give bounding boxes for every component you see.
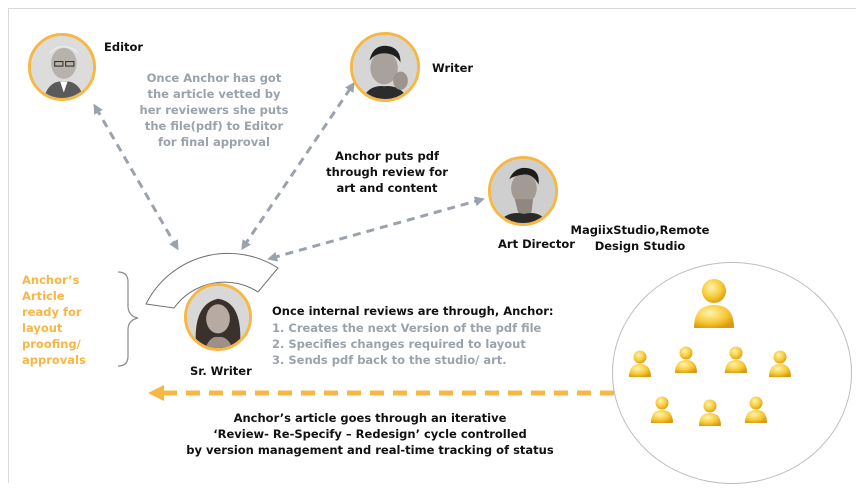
writer-avatar (350, 32, 420, 102)
art-director-label: Art Director (498, 237, 575, 251)
studio-lead-icon (694, 279, 734, 328)
diagram-frame (8, 8, 856, 483)
steps-list: 1. Creates the next Version of the pdf f… (272, 320, 541, 368)
writer-portrait-icon (353, 35, 417, 99)
team-member-icon (699, 399, 721, 426)
brace (117, 271, 139, 367)
review-note: Anchor puts pdf through review for art a… (322, 148, 452, 196)
note-line: Anchor’s article goes through an iterati… (233, 411, 507, 425)
studio-circle (612, 262, 852, 484)
label-line: ready for (22, 305, 82, 319)
note-line: through review for (326, 165, 448, 179)
sr-writer-portrait-icon (187, 286, 249, 348)
editor-arrow (93, 103, 179, 251)
team-member-icon (675, 346, 697, 373)
writer-arrow (241, 81, 355, 251)
team-member-icon (769, 350, 791, 377)
studio-label: MagiixStudio,Remote Design Studio (560, 222, 720, 254)
step-item: 1. Creates the next Version of the pdf f… (272, 321, 542, 335)
note-line: art and content (336, 181, 438, 195)
team-member-icon (725, 346, 747, 373)
team-member-icon (745, 396, 767, 423)
team-member-icon (629, 350, 651, 377)
art-director-arrow (267, 196, 485, 262)
article-ready-label: Anchor’s Article ready for layout proofi… (22, 272, 86, 368)
label-line: Design Studio (594, 239, 686, 253)
writer-label: Writer (432, 61, 474, 75)
label-line: MagiixStudio,Remote (570, 223, 710, 237)
note-line: the file(pdf) to Editor (144, 119, 284, 133)
sr-writer-avatar (184, 283, 252, 351)
label-line: Anchor’s (22, 273, 80, 287)
step-item: 3. Sends pdf back to the studio/ art. (272, 353, 507, 367)
label-line: approvals (22, 353, 86, 367)
team-member-icon (651, 396, 673, 423)
step-item: 2. Specifies changes required to layout (272, 337, 526, 351)
editor-approval-note: Once Anchor has got the article vetted b… (134, 70, 294, 150)
label-line: layout (22, 321, 63, 335)
note-line: Once Anchor has got (146, 71, 282, 85)
label-line: proofing/ (22, 337, 81, 351)
art-director-portrait-icon (491, 159, 555, 223)
note-line: the article vetted by (147, 87, 281, 101)
note-line: her reviewers she puts (139, 103, 289, 117)
internal-review-heading: Once internal reviews are through, Ancho… (272, 304, 554, 318)
sr-writer-label: Sr. Writer (190, 364, 252, 378)
note-line: ‘Review- Re-Specify – Redesign’ cycle co… (213, 427, 527, 441)
label-line: Article (22, 289, 65, 303)
art-director-avatar (488, 156, 558, 226)
editor-portrait-icon (31, 36, 93, 98)
cycle-note: Anchor’s article goes through an iterati… (150, 410, 590, 458)
note-line: by version management and real-time trac… (186, 443, 554, 457)
note-line: for final approval (158, 135, 270, 149)
editor-avatar (28, 33, 96, 101)
editor-label: Editor (104, 40, 144, 54)
note-line: Anchor puts pdf (335, 149, 439, 163)
